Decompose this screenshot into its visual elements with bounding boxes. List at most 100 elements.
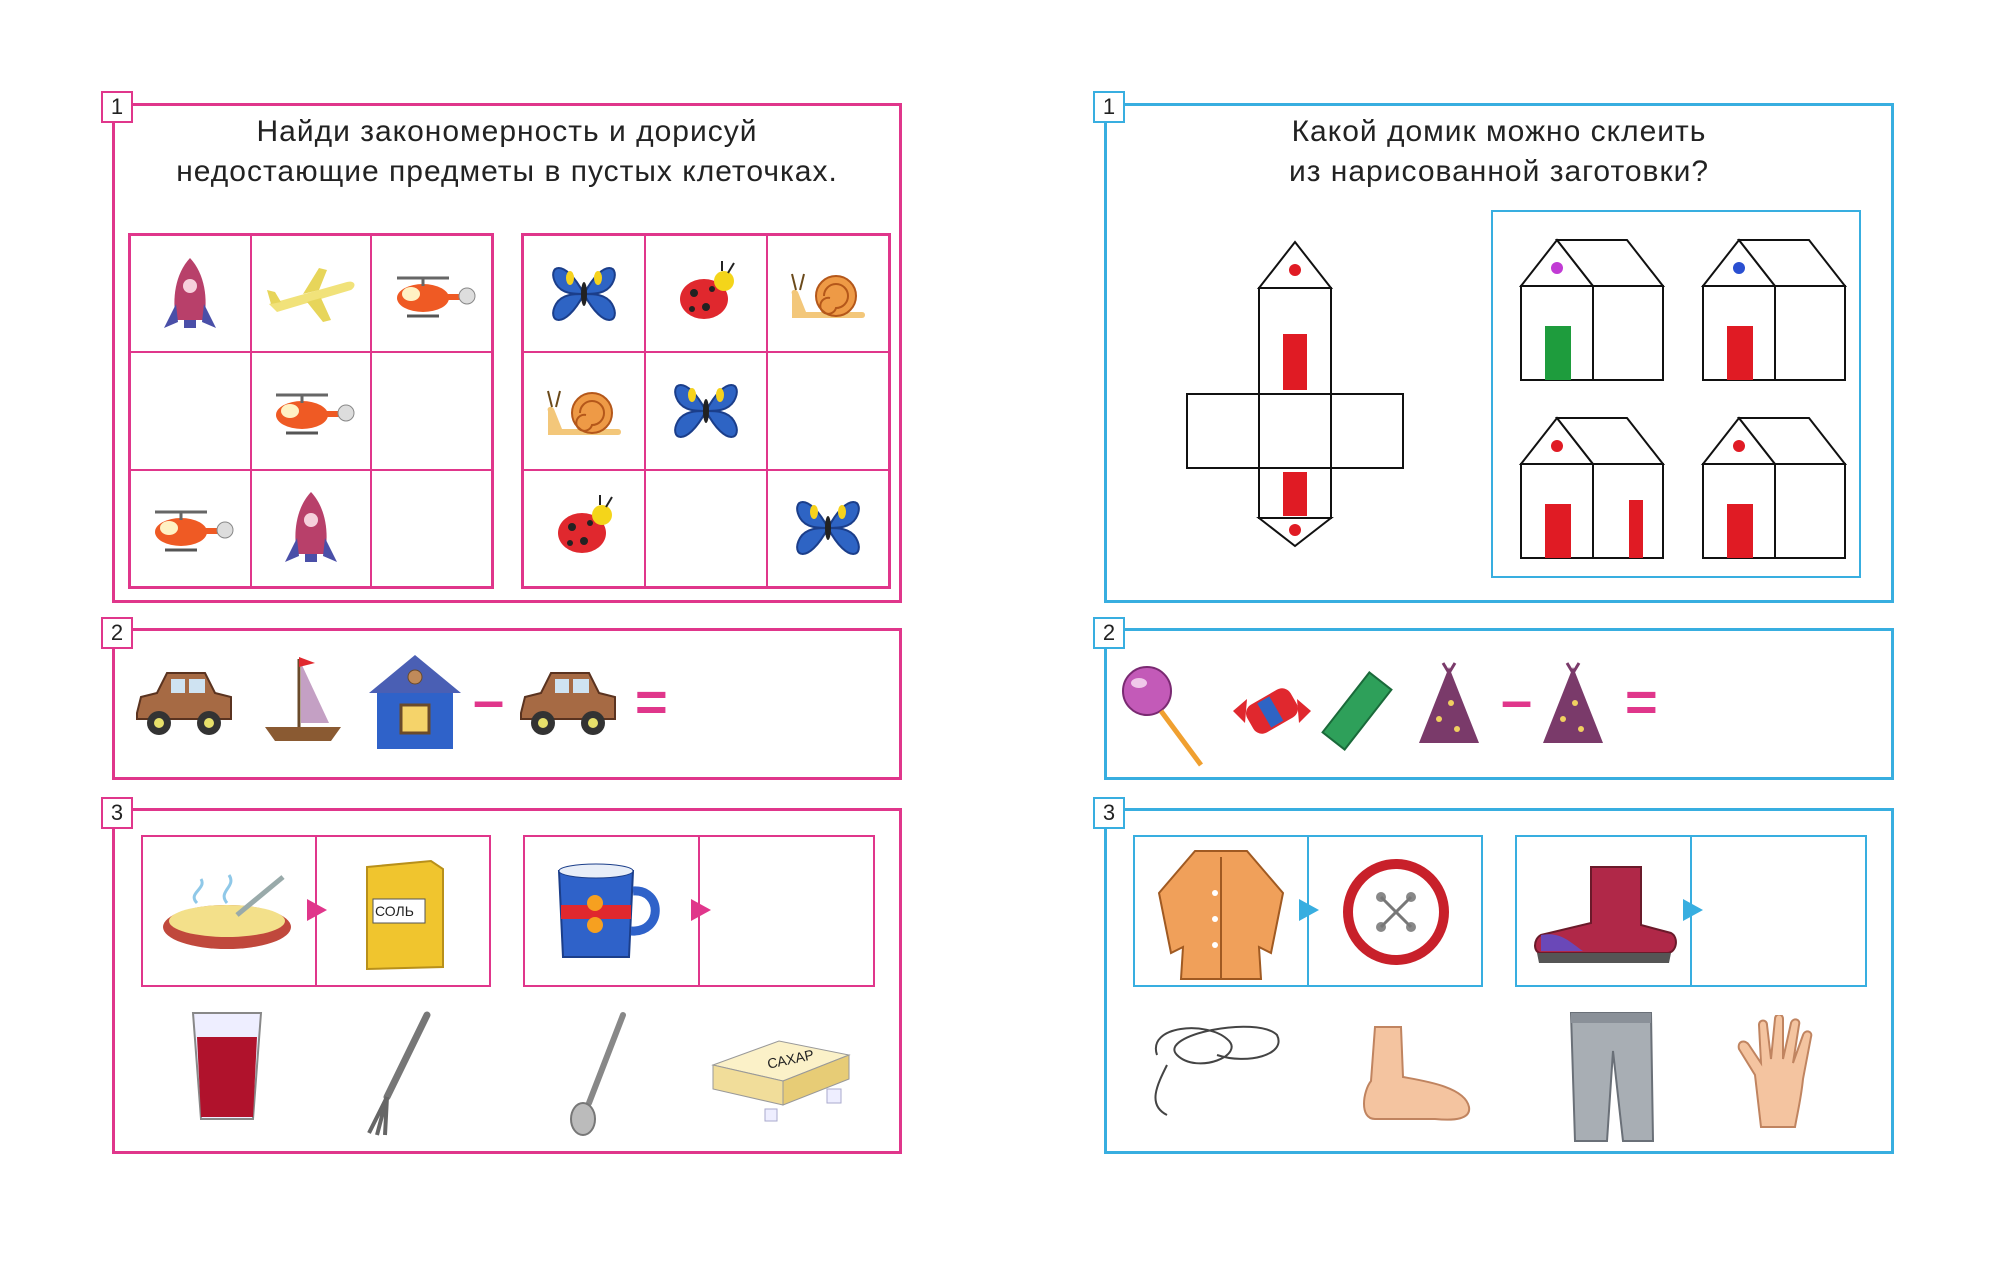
house-options-box <box>1491 210 1861 578</box>
right-task1-title-line2: из нарисованной заготовки? <box>1288 155 1710 188</box>
ladybug-icon <box>680 260 735 319</box>
left-task1-title-line2: недостающие предметы в пустых клеточках. <box>176 155 838 188</box>
helicopter-icon <box>396 276 476 318</box>
grid-cell <box>130 235 251 353</box>
salt-label: СОЛЬ <box>375 903 414 919</box>
left-task2-panel: – = <box>112 628 902 780</box>
arrow-marker <box>1683 899 1703 921</box>
boot-icon <box>1534 866 1677 963</box>
hand-icon <box>1737 1015 1813 1128</box>
analogy-cell <box>1517 837 1690 985</box>
analogy-pair-2 <box>523 835 875 987</box>
button-icon <box>1343 859 1449 965</box>
analogy-answer-empty[interactable] <box>1690 837 1865 985</box>
pattern-grid-animals <box>521 233 891 589</box>
house-side-wall <box>1774 285 1846 381</box>
butterfly-icon <box>796 501 860 556</box>
pattern-grid-transport <box>128 233 494 589</box>
analogy-cell <box>1307 837 1481 985</box>
grid-cell <box>523 469 645 587</box>
arrow-marker <box>1299 899 1319 921</box>
analogy-cell <box>525 837 698 985</box>
right-task1-number: 1 <box>1093 91 1125 123</box>
house-option-a[interactable] <box>1517 226 1667 386</box>
left-task1-number: 1 <box>101 91 133 123</box>
porridge-icon <box>163 874 291 949</box>
grid-cell <box>371 235 492 353</box>
boat-icon <box>265 657 341 741</box>
analogy-cell: СОЛЬ <box>315 837 489 985</box>
house-window-dot <box>1551 440 1563 452</box>
house-side-door <box>1629 500 1643 558</box>
snail-icon <box>791 273 865 318</box>
candy-wrapped-icon <box>1233 688 1311 734</box>
grid-cell <box>250 469 372 587</box>
lollipop-icon <box>1122 666 1204 767</box>
house-option-b[interactable] <box>1699 226 1849 386</box>
string-icon <box>1154 1025 1280 1116</box>
grid-cell-empty[interactable] <box>130 352 251 470</box>
car-icon <box>520 672 616 735</box>
equals-sign: = <box>1625 670 1658 733</box>
house-option-c[interactable] <box>1517 404 1667 564</box>
glass-icon <box>191 1012 263 1120</box>
grid-cell-empty[interactable] <box>767 352 889 470</box>
house-side-wall <box>1592 285 1664 381</box>
left-task3-number: 3 <box>101 797 133 829</box>
house-net-template <box>1186 240 1404 548</box>
butterfly-icon <box>552 266 616 321</box>
fork-icon <box>367 1011 431 1136</box>
arrow-marker <box>691 899 711 921</box>
house-door <box>1727 326 1753 380</box>
grid-cell <box>767 235 889 353</box>
grid-cell-empty[interactable] <box>645 469 767 587</box>
right-task3-number: 3 <box>1093 797 1125 829</box>
analogy-pair-2 <box>1515 835 1867 987</box>
trousers-icon <box>1569 1012 1655 1142</box>
right-task3-panel <box>1104 808 1894 1154</box>
left-task1-panel: Найди закономерность и дорисуй недостающ… <box>112 103 902 603</box>
foot-icon <box>1363 1026 1471 1121</box>
grid-cell <box>523 352 645 470</box>
car-icon <box>136 672 232 735</box>
house-door <box>1727 504 1753 558</box>
salt-pack-icon <box>366 859 444 971</box>
grid-cell <box>250 235 372 353</box>
grid-cell-empty[interactable] <box>371 352 492 470</box>
house-door <box>1545 326 1571 380</box>
grid-cell <box>250 352 372 470</box>
snail-icon <box>547 390 621 435</box>
grid-cell <box>767 469 889 587</box>
arrow-marker <box>307 899 327 921</box>
left-task1-title: Найди закономерность и дорисуй недостающ… <box>115 112 899 192</box>
grid-cell <box>130 469 251 587</box>
analogy-answer-empty[interactable] <box>698 837 873 985</box>
grid-cell-empty[interactable] <box>371 469 492 587</box>
cup-icon <box>557 863 660 958</box>
right-task1-panel: Какой домик можно склеить из нарисованно… <box>1104 103 1894 603</box>
house-option-d[interactable] <box>1699 404 1849 564</box>
rocket-icon <box>284 492 337 563</box>
house-side-wall <box>1592 463 1664 559</box>
helicopter-icon <box>155 510 234 552</box>
butterfly-icon <box>674 384 738 438</box>
house-icon <box>369 655 461 749</box>
equals-sign: = <box>635 670 668 733</box>
house-door <box>1545 504 1571 558</box>
helicopter-icon <box>275 393 355 435</box>
rocket-icon <box>164 257 217 328</box>
grid-cell <box>645 352 767 470</box>
right-task1-title-line1: Какой домик можно склеить <box>1291 115 1707 148</box>
house-window-dot <box>1733 440 1745 452</box>
analogy-pair-1 <box>1133 835 1483 987</box>
left-task3-panel: СОЛЬ САХАР <box>112 808 902 1154</box>
coat-icon <box>1157 850 1285 980</box>
right-task1-title: Какой домик можно склеить из нарисованно… <box>1107 112 1891 192</box>
house-side-wall <box>1774 463 1846 559</box>
analogy-cell <box>1135 837 1307 985</box>
minus-sign: – <box>473 668 505 731</box>
minus-sign: – <box>1501 668 1533 731</box>
spoon-icon <box>570 1012 626 1136</box>
plane-icon <box>266 267 355 322</box>
right-task2-panel: – = <box>1104 628 1894 780</box>
